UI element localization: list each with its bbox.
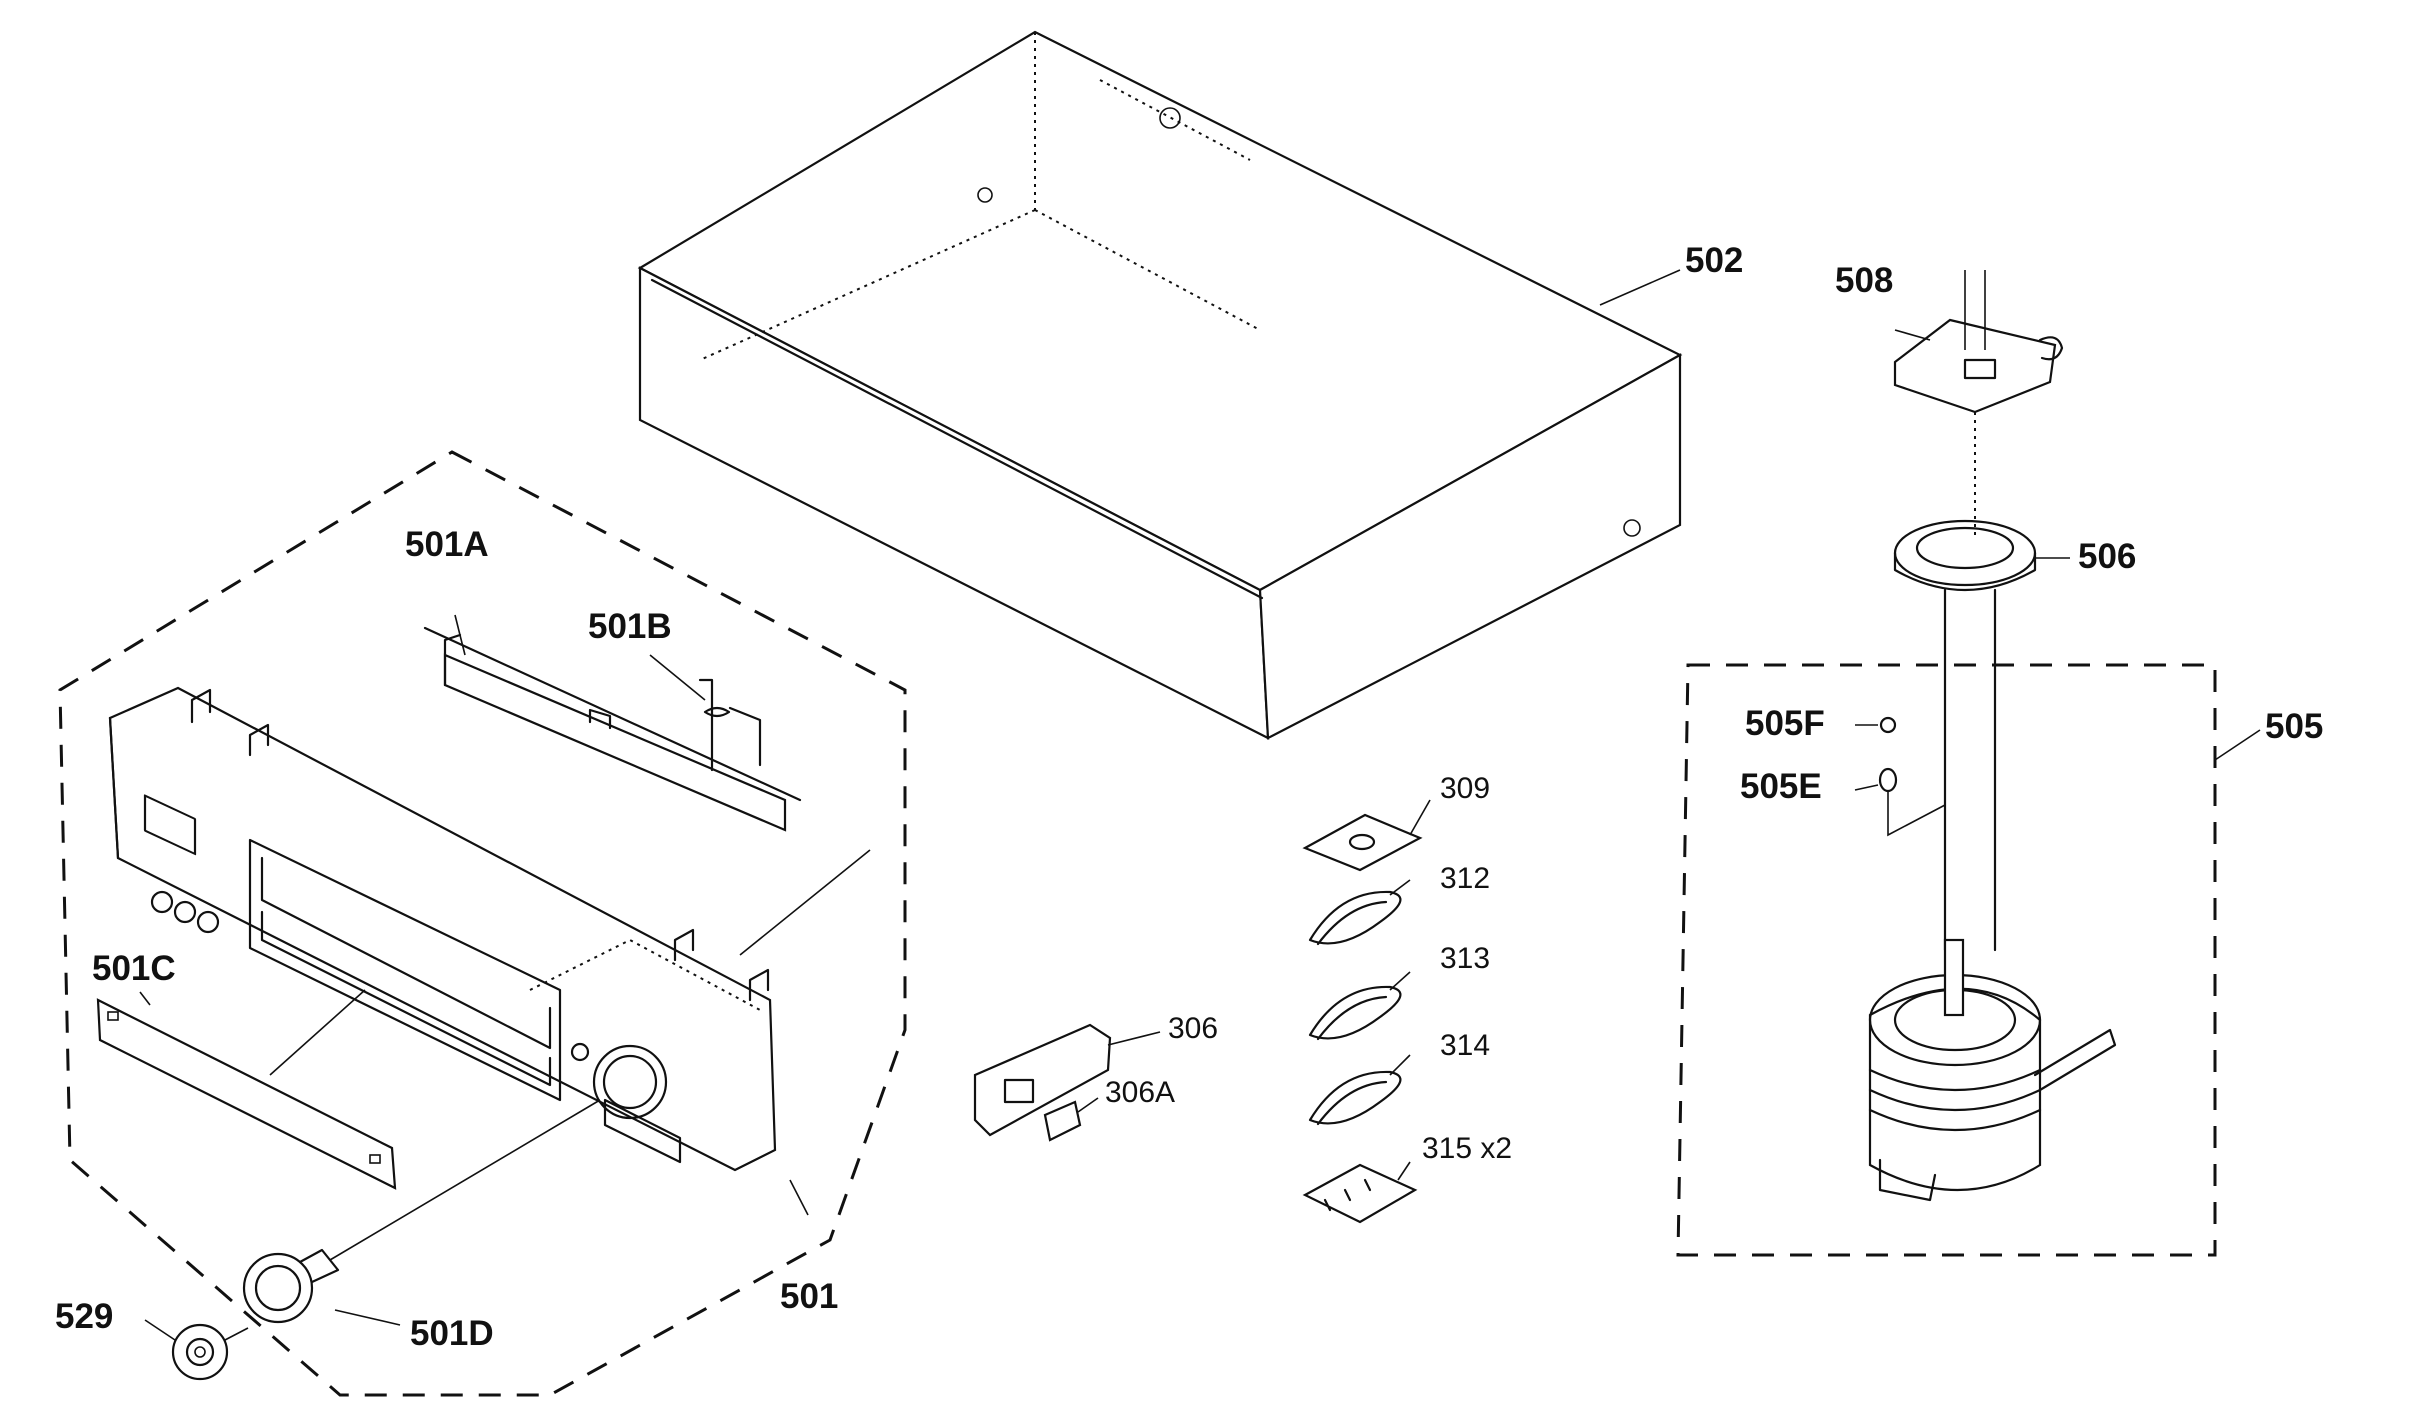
label-314: 314 [1440,1029,1490,1062]
group-501-boundary [58,450,907,1397]
group-505-boundary [1676,663,2217,1257]
label-501A: 501A [405,525,489,564]
part-313-belt [1308,985,1402,1041]
part-505F-screw [1855,716,1897,734]
part-315-clip [1302,1163,1418,1224]
part-505-drum-motor [1868,588,2117,1202]
part-501D-ring [242,1099,601,1324]
label-508: 508 [1835,261,1893,300]
label-306: 306 [1168,1012,1218,1045]
part-508-board [1893,270,2064,540]
part-501C-strip [96,989,397,1190]
label-309: 309 [1440,772,1490,805]
label-502: 502 [1685,241,1743,280]
label-501: 501 [780,1277,838,1316]
label-306A: 306A [1105,1076,1175,1109]
part-501B-spring [698,678,762,772]
label-505E: 505E [1740,767,1822,806]
part-309-pad [1302,813,1423,872]
label-313: 313 [1440,942,1490,975]
part-506-ring [1893,519,2070,591]
label-505: 505 [2265,707,2323,746]
leader-lines [139,269,2261,1341]
part-502-top-cover [637,30,1683,740]
part-314-belt [1308,1070,1402,1126]
part-312-belt [1308,890,1402,946]
part-501-front-panel [108,686,871,1172]
label-501C: 501C [92,949,176,988]
label-315: 315 x2 [1422,1132,1512,1165]
part-501A-bracket [423,626,802,832]
part-505E-screw [1854,767,1946,837]
label-501B: 501B [588,607,672,646]
part-529-knob [171,1323,249,1381]
part-306A-tab [1043,1100,1082,1142]
label-529: 529 [55,1297,113,1336]
label-506: 506 [2078,537,2136,576]
label-505F: 505F [1745,704,1825,743]
label-312: 312 [1440,862,1490,895]
part-306-cover [973,1023,1112,1137]
label-501D: 501D [410,1314,494,1353]
